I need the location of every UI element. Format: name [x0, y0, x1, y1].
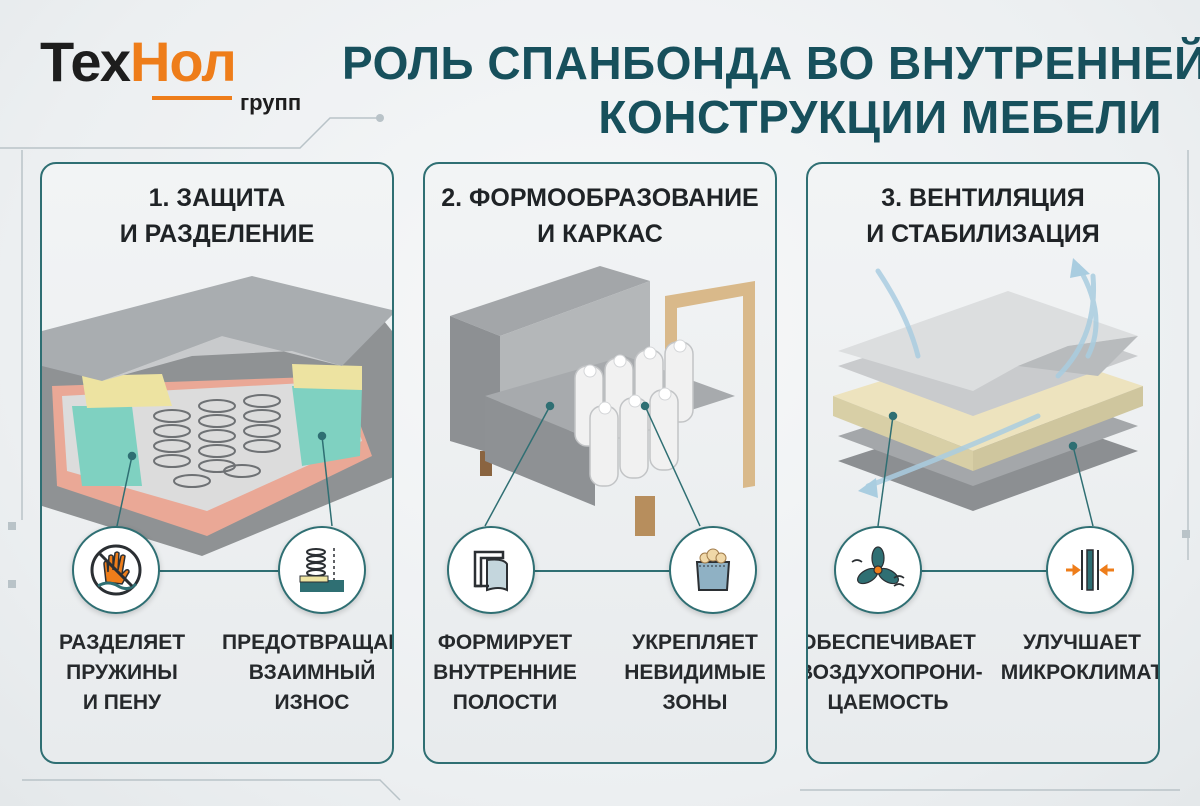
card-label-line: МИКРОКЛИМАТ [1000, 661, 1160, 684]
logo-part-1: Тех [40, 30, 131, 93]
icon-connector-line [465, 570, 735, 572]
card-title: 3. ВЕНТИЛЯЦИЯ И СТАБИЛИЗАЦИЯ [808, 180, 1158, 252]
card-label-line: ПОЛОСТИ [452, 691, 558, 714]
frame-shape-icon [447, 526, 535, 614]
card-title-line-2: И РАЗДЕЛЕНИЕ [119, 220, 315, 248]
card-label: ПРЕДОТВРАЩАЕТ ВЗАИМНЫЙ ИЗНОС [222, 628, 392, 718]
card-title-line-2: И СТАБИЛИЗАЦИЯ [866, 220, 1100, 248]
card-protection: 1. ЗАЩИТА И РАЗДЕЛЕНИЕ [40, 162, 394, 764]
card-title-line-1: 3. ВЕНТИЛЯЦИЯ [881, 184, 1085, 212]
icon-row [42, 526, 392, 626]
card-title-line-2: И КАРКАС [537, 220, 663, 248]
card-title-line-1: 2. ФОРМООБРАЗОВАНИЕ [441, 184, 759, 212]
sofa-cutaway-illustration [450, 266, 755, 536]
card-label: УКРЕПЛЯЕТ НЕВИДИМЫЕ ЗОНЫ [605, 628, 775, 718]
card-label-line: ВНУТРЕННИЕ [433, 661, 577, 684]
card-label-line: УЛУЧШАЕТ [1023, 631, 1141, 654]
card-title: 2. ФОРМООБРАЗОВАНИЕ И КАРКАС [425, 180, 775, 252]
icon-connector-line [82, 570, 352, 572]
card-label: ОБЕСПЕЧИВАЕТ ВОЗДУХОПРОНИ- ЦАЕМОСТЬ [806, 628, 983, 718]
card-label-line: ФОРМИРУЕТ [437, 631, 573, 654]
icon-row [808, 526, 1158, 626]
card-label-line: НЕВИДИМЫЕ [624, 661, 766, 684]
compress-arrows-icon [1046, 526, 1134, 614]
card-label-line: ИЗНОС [274, 691, 350, 714]
logo-subtitle: групп [240, 90, 302, 115]
page-title: РОЛЬ СПАНБОНДА ВО ВНУТРЕННЕЙ КОНСТРУКЦИИ… [342, 36, 1200, 144]
page-title-line-2: КОНСТРУКЦИИ МЕБЕЛИ [598, 91, 1162, 143]
card-label-line: ЦАЕМОСТЬ [827, 691, 949, 714]
hand-stop-icon [72, 526, 160, 614]
card-title-line-1: 1. ЗАЩИТА [148, 184, 286, 212]
layered-fabric-illustration [833, 258, 1143, 527]
mattress-cutaway-illustration [42, 276, 392, 556]
card-label-line: И ПЕНУ [82, 691, 162, 714]
company-logo: ТехНол групп [40, 30, 301, 130]
logo-underline [152, 96, 232, 100]
card-label-line: ПРУЖИНЫ [66, 661, 178, 684]
card-label-line: ОБЕСПЕЧИВАЕТ [806, 631, 976, 654]
card-label: РАЗДЕЛЯЕТ ПРУЖИНЫ И ПЕНУ [42, 628, 212, 718]
card-label-line: ПРЕДОТВРАЩАЕТ [222, 631, 392, 654]
filled-bag-icon [669, 526, 757, 614]
card-label-line: УКРЕПЛЯЕТ [632, 631, 758, 654]
card-label-line: ВОЗДУХОПРОНИ- [806, 661, 983, 684]
icon-row [425, 526, 775, 626]
spring-wear-icon [278, 526, 366, 614]
card-label-line: ВЗАИМНЫЙ [248, 661, 376, 684]
card-label: УЛУЧШАЕТ МИКРОКЛИМАТ [992, 628, 1160, 688]
page-title-line-1: РОЛЬ СПАНБОНДА ВО ВНУТРЕННЕЙ [342, 37, 1200, 89]
logo-wordmark: ТехНол [40, 30, 237, 94]
card-shaping: 2. ФОРМООБРАЗОВАНИЕ И КАРКАС [423, 162, 777, 764]
card-label-line: ЗОНЫ [662, 691, 728, 714]
card-label: ФОРМИРУЕТ ВНУТРЕННИЕ ПОЛОСТИ [425, 628, 595, 718]
card-label-line: РАЗДЕЛЯЕТ [58, 631, 186, 654]
icon-connector-line [848, 570, 1118, 572]
card-title: 1. ЗАЩИТА И РАЗДЕЛЕНИЕ [42, 180, 392, 252]
logo-part-2: Нол [129, 30, 237, 93]
card-ventilation: 3. ВЕНТИЛЯЦИЯ И СТАБИЛИЗАЦИЯ [806, 162, 1160, 764]
fan-airflow-icon [834, 526, 922, 614]
